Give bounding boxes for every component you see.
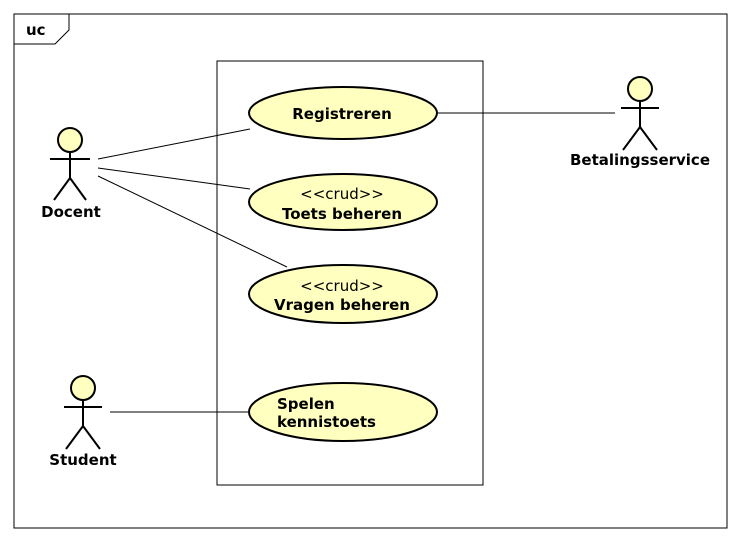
- use-case-label: Registreren: [292, 105, 392, 123]
- stick-figure-icon: [50, 127, 90, 201]
- frame-tab: [14, 14, 70, 45]
- frame-border: [13, 13, 728, 529]
- use-case-ellipse: [248, 86, 438, 140]
- association-docent-vragen: [97, 175, 288, 268]
- actor-name: Student: [49, 451, 116, 469]
- system-boundary: [216, 60, 484, 486]
- use-case-label: Toets beheren: [282, 205, 402, 223]
- use-case-ellipse: [248, 173, 438, 231]
- use-case-label: Spelen: [277, 395, 335, 413]
- actor-docent[interactable]: Docent: [41, 127, 101, 221]
- stick-figure-icon: [64, 375, 102, 450]
- association-docent-registreren: [97, 128, 251, 160]
- use-case-ellipse: [248, 382, 438, 442]
- use-case-toets-beheren[interactable]: <<crud>> Toets beheren: [248, 173, 438, 231]
- actor-name: Docent: [41, 203, 101, 221]
- association-docent-toets: [97, 167, 251, 190]
- actor-student[interactable]: Student: [49, 375, 117, 469]
- use-case-label: Vragen beheren: [274, 296, 410, 314]
- stick-figure-icon: [621, 76, 659, 151]
- use-case-stereotype: <<crud>>: [300, 277, 384, 295]
- use-case-label-line2: kennistoets: [277, 413, 376, 431]
- use-case-ellipse: [248, 264, 438, 324]
- actor-betalingsservice[interactable]: Betalingsservice: [570, 76, 710, 169]
- actor-name: Betalingsservice: [570, 151, 710, 169]
- use-case-registreren[interactable]: Registreren: [248, 86, 438, 140]
- use-case-stereotype: <<crud>>: [300, 185, 384, 203]
- frame-tag: uc: [26, 21, 46, 39]
- use-case-spelen-kennistoets[interactable]: Spelen kennistoets: [248, 382, 438, 442]
- use-case-vragen-beheren[interactable]: <<crud>> Vragen beheren: [248, 264, 438, 324]
